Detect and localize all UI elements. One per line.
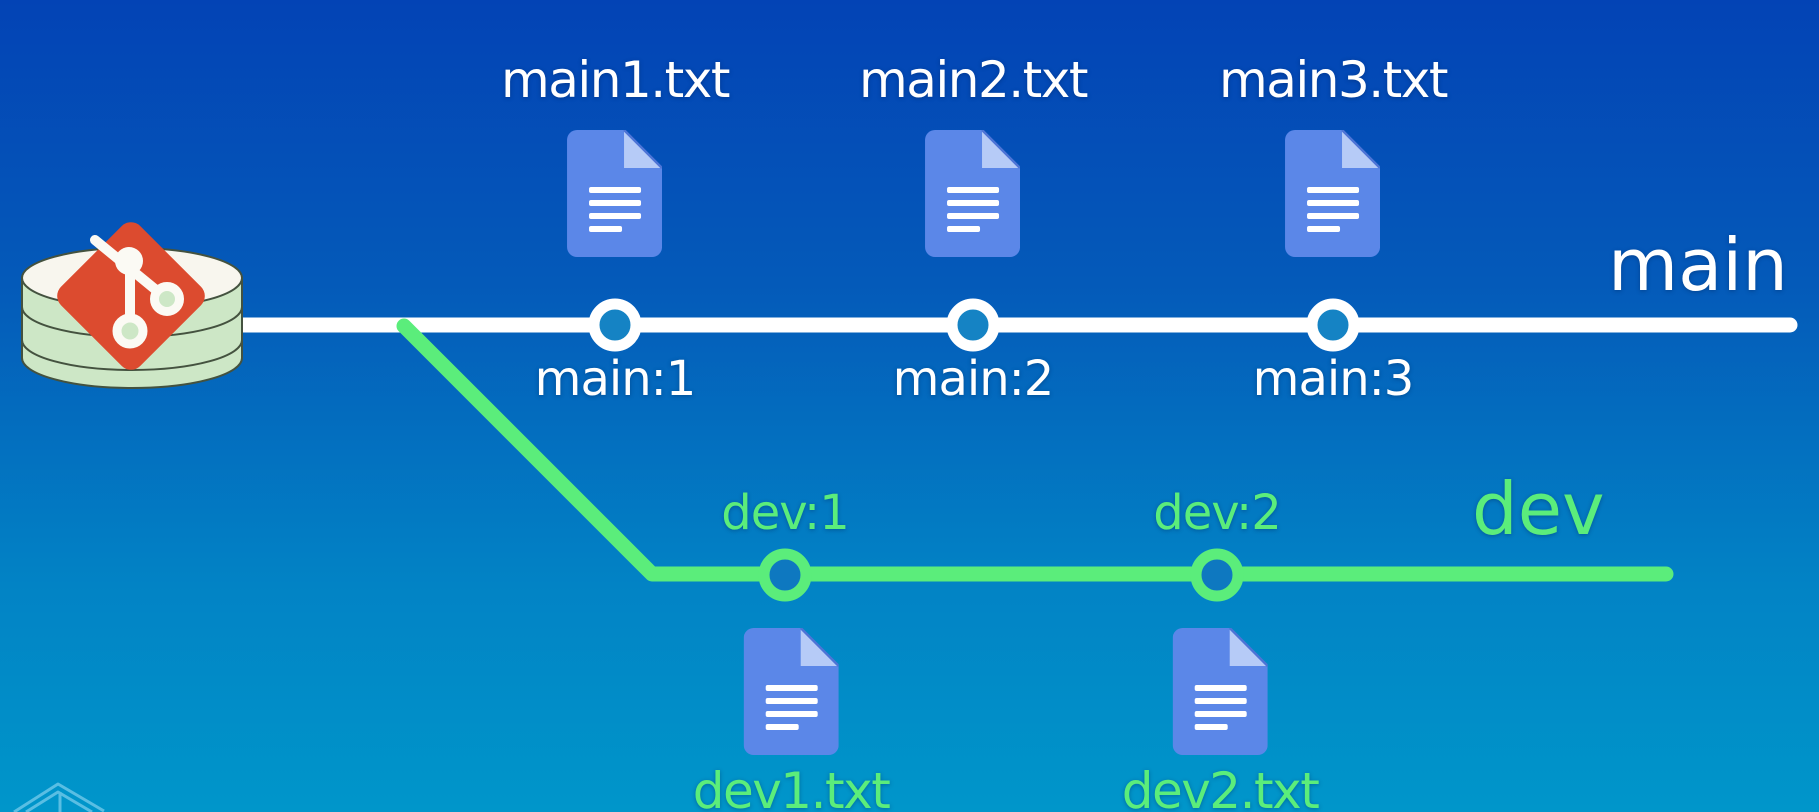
commit-node-dev-1 <box>758 548 812 602</box>
commit-label-main-3: main:3 <box>1252 351 1415 407</box>
commit-label-dev-1: dev:1 <box>721 485 849 541</box>
branch-label-dev: dev <box>1472 467 1605 551</box>
dev-branch-line <box>396 318 1674 582</box>
document-icon <box>1285 129 1381 257</box>
document-icon <box>925 129 1021 257</box>
file-label: main2.txt <box>859 51 1088 109</box>
file-main2: main2.txt <box>859 51 1088 257</box>
file-dev1: dev1.txt <box>692 628 891 812</box>
commit-label-dev-2: dev:2 <box>1153 485 1281 541</box>
file-dev2: dev2.txt <box>1121 628 1320 812</box>
file-main1: main1.txt <box>501 51 730 257</box>
commit-label-main-2: main:2 <box>892 351 1055 407</box>
watermark-cube-icon <box>13 782 105 812</box>
document-icon <box>1172 628 1268 755</box>
git-repository-icon <box>21 222 243 389</box>
file-label: dev2.txt <box>1121 762 1320 812</box>
commit-node-main-1 <box>588 298 642 352</box>
commit-node-main-3 <box>1306 298 1360 352</box>
commit-label-main-1: main:1 <box>534 351 697 407</box>
branch-label-main: main <box>1608 223 1788 307</box>
file-label: dev1.txt <box>692 762 891 812</box>
file-main3: main3.txt <box>1219 51 1448 257</box>
document-icon <box>567 129 663 257</box>
file-label: main1.txt <box>501 51 730 109</box>
git-logo <box>57 222 205 370</box>
document-icon <box>743 628 839 755</box>
commit-node-main-2 <box>946 298 1000 352</box>
file-label: main3.txt <box>1219 51 1448 109</box>
commit-node-dev-2 <box>1190 548 1244 602</box>
